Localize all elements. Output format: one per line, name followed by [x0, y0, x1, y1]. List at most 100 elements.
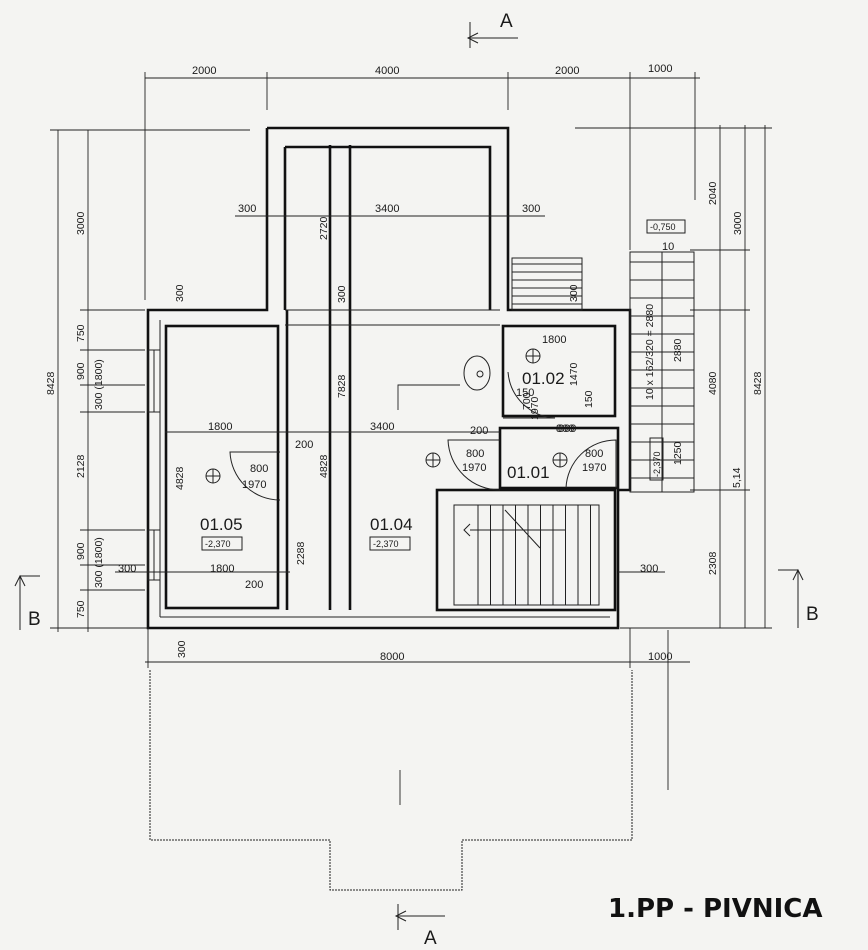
- dim-label: 1250: [672, 441, 684, 465]
- dim-label: 750: [75, 324, 87, 342]
- dim-label: 300: [238, 203, 256, 215]
- dim-label: 300: [640, 563, 658, 575]
- dim-label: 750: [75, 600, 87, 618]
- washbasin-icon: [463, 355, 491, 391]
- dim-label: 300: [336, 285, 348, 303]
- door-width: 800: [556, 423, 574, 435]
- level-tag-right: -2,370: [649, 437, 664, 481]
- section-mark-b-right: B: [778, 568, 819, 628]
- level-tag-0105: -2,370: [201, 536, 243, 551]
- dim-label: 200: [295, 439, 313, 451]
- stairs-right: [629, 251, 695, 493]
- dim-label: 300: [522, 203, 540, 215]
- partition-line: [397, 384, 460, 410]
- dim-label: 5,14: [731, 467, 743, 488]
- dim-label: 300: [174, 284, 186, 302]
- door-height: 1970: [462, 462, 486, 474]
- dimension-chain-right: 2040 3000 4080 2308 8428: [575, 125, 772, 629]
- dim-label: 2000: [555, 65, 579, 77]
- room-label-0104: 01.04: [370, 515, 413, 534]
- stairs-main: [463, 505, 591, 605]
- room-label-0105: 01.05: [200, 515, 243, 534]
- dim-label: 1000: [648, 63, 672, 75]
- dim-label: 1800: [210, 563, 234, 575]
- level-tag-stair: -0,750: [646, 219, 686, 234]
- dim-label: 900: [75, 542, 87, 560]
- dim-label: 8428: [45, 371, 57, 395]
- dimension-chain-bottom: 8000 1000: [145, 628, 690, 668]
- door-0101: 800 1970: [565, 439, 617, 489]
- dim-label: 2040: [707, 181, 719, 205]
- door-height: 1970: [529, 396, 541, 420]
- dim-label: 1470: [568, 362, 580, 386]
- room-label-0101: 01.01: [507, 463, 550, 482]
- door-width: 700: [521, 392, 533, 410]
- section-label: B: [28, 609, 41, 630]
- dim-label: 900: [75, 362, 87, 380]
- dim-label: 150: [583, 390, 595, 408]
- dim-label: 3000: [75, 211, 87, 235]
- interior-dimensions: 300 3400 300 1800 200 3400 200 800 300 1…: [115, 203, 743, 658]
- drawing-title: 1.PP - PIVNICA: [608, 894, 822, 924]
- dim-label: 1800: [208, 421, 232, 433]
- dim-label: 150: [516, 387, 534, 399]
- dim-label: 300: [118, 563, 136, 575]
- dim-label: 3400: [370, 421, 394, 433]
- dim-label: 3400: [375, 203, 399, 215]
- dim-label: 200: [245, 579, 263, 591]
- dim-label: 8000: [380, 651, 404, 663]
- section-label: A: [500, 11, 513, 32]
- room-label-0102: 01.02: [522, 369, 565, 388]
- dim-label: 8428: [752, 371, 764, 395]
- level-value: -0,750: [650, 222, 676, 232]
- dim-label: 2308: [707, 551, 719, 575]
- dim-label: 2288: [295, 541, 307, 565]
- dim-label: 300 (1800): [93, 537, 105, 588]
- door-width: 800: [585, 448, 603, 460]
- level-value: -2,370: [652, 451, 662, 477]
- section-label: B: [806, 604, 819, 625]
- dim-label: 1000: [648, 651, 672, 663]
- light-fixture-icon: [525, 348, 541, 364]
- dim-label: 3000: [732, 211, 744, 235]
- level-value: -2,370: [373, 539, 399, 549]
- dim-label: 2000: [192, 65, 216, 77]
- door-corridor: 800 1970: [447, 439, 501, 491]
- dim-label: 4828: [318, 454, 330, 478]
- door-0102: 800 1970: [503, 371, 574, 435]
- level-tag-0104: -2,370: [369, 536, 411, 551]
- dim-label: 1800: [542, 334, 566, 346]
- dim-label: 10: [662, 241, 674, 253]
- door-width: 800: [466, 448, 484, 460]
- door-width: 800: [250, 463, 268, 475]
- dim-label: 10 x 162/320 = 2880: [644, 304, 656, 400]
- dim-label: 200: [470, 425, 488, 437]
- light-fixture-icon: [552, 452, 568, 468]
- door-height: 1970: [242, 479, 266, 491]
- window-left-lower: [147, 529, 161, 581]
- dim-label: 4080: [707, 371, 719, 395]
- dimension-chain-left: 8428 3000 750 900 300 (1800) 2128 900 30…: [45, 129, 250, 632]
- light-fixture-icon: [425, 452, 441, 468]
- building-walls: [146, 126, 632, 630]
- section-label: A: [424, 928, 437, 949]
- door-height: 1970: [582, 462, 606, 474]
- terrace-outline: [149, 630, 669, 891]
- dim-label: 800: [558, 423, 576, 435]
- light-fixture-icon: [205, 468, 221, 484]
- section-mark-b-left: B: [14, 574, 41, 630]
- level-value: -2,370: [205, 539, 231, 549]
- dim-label: 2720: [318, 216, 330, 240]
- dim-label: 7828: [336, 374, 348, 398]
- window-left-upper: [147, 349, 161, 413]
- dim-label: 2128: [75, 454, 87, 478]
- dim-label: 4828: [174, 466, 186, 490]
- door-0105: 800 1970: [229, 451, 281, 501]
- door-0102-inner: 700: [521, 392, 533, 410]
- section-mark-a-top: A: [466, 11, 518, 48]
- dim-label: 300: [568, 284, 580, 302]
- dim-label: 300 (1800): [93, 359, 105, 410]
- section-mark-a-bottom: A: [394, 904, 445, 949]
- dim-label: 2880: [672, 338, 684, 362]
